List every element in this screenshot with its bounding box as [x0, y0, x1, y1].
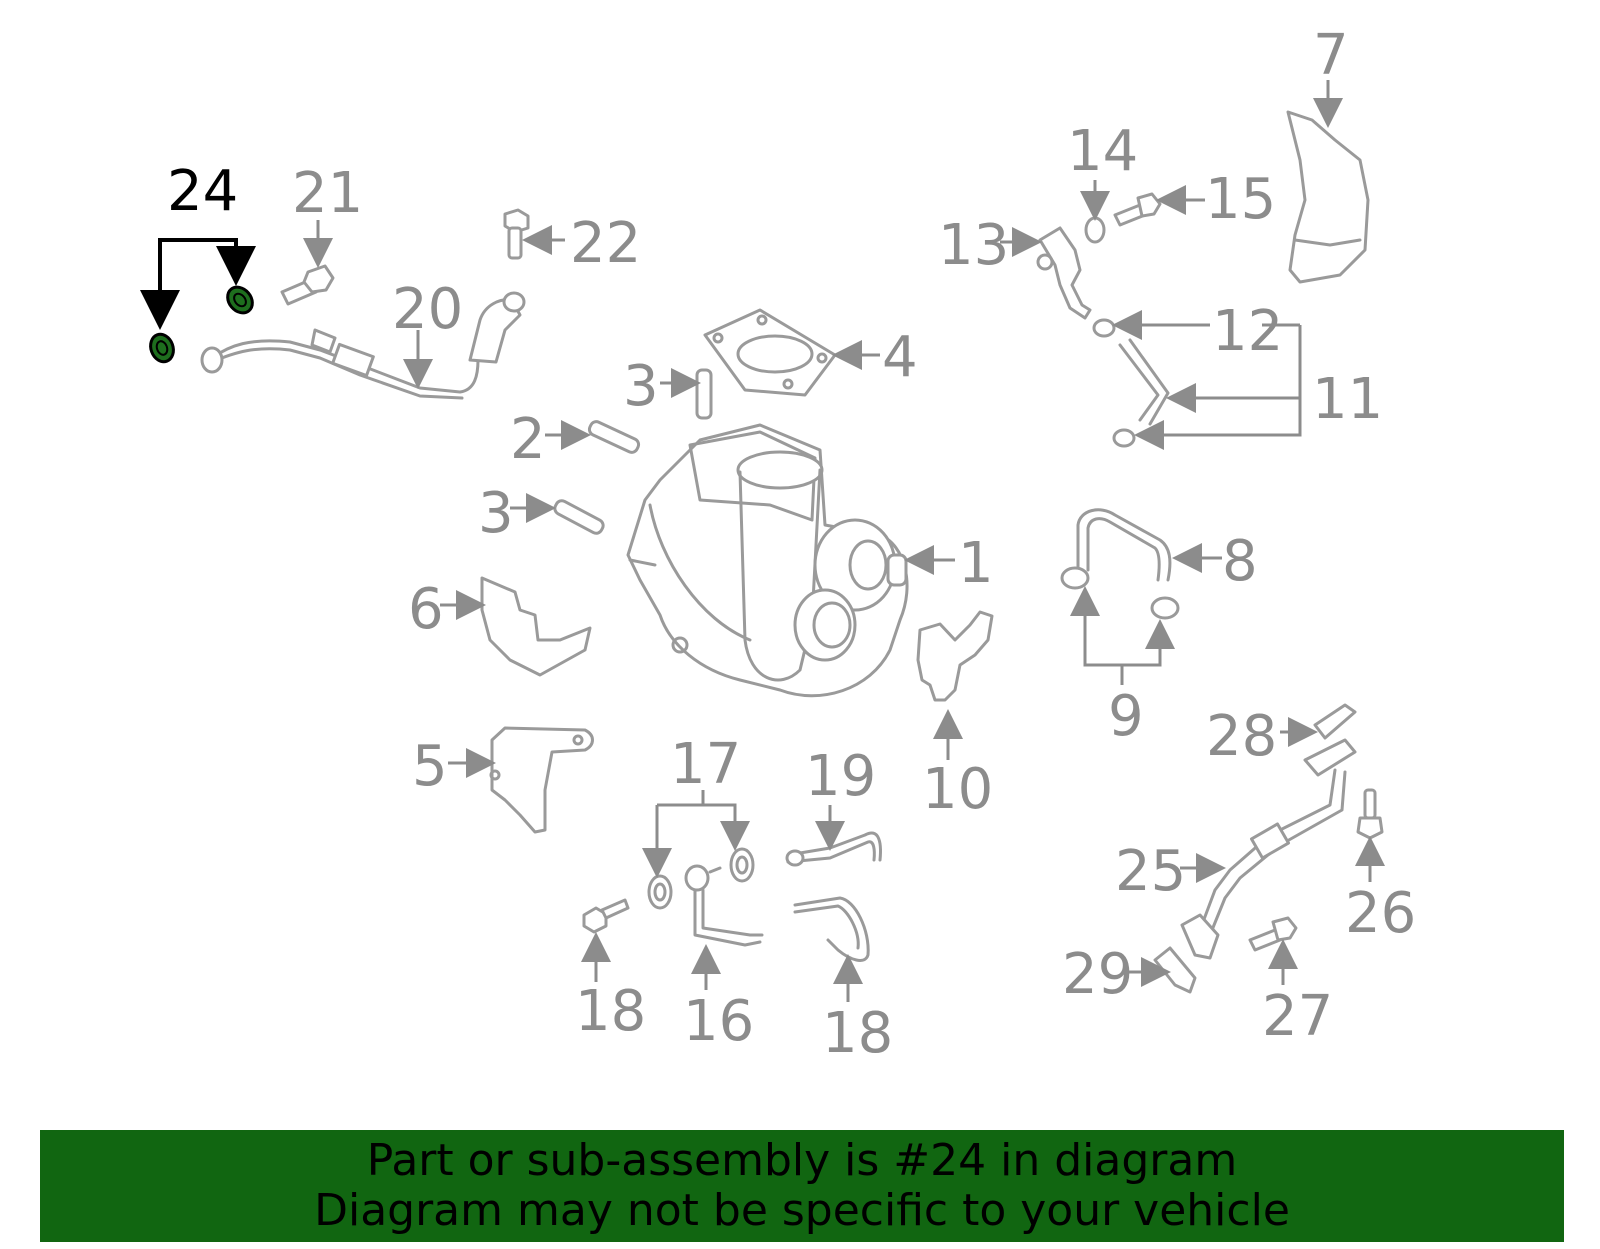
- part-11-hose[interactable]: [1092, 318, 1170, 448]
- callout-7[interactable]: 7: [1313, 23, 1349, 88]
- banner-line-1: Part or sub-assembly is #24 in diagram: [366, 1135, 1238, 1186]
- callout-2[interactable]: 2: [510, 407, 546, 472]
- part-10-bracket[interactable]: [916, 610, 994, 702]
- callout-22[interactable]: 21: [292, 161, 363, 226]
- part-9-clamps[interactable]: [1060, 566, 1180, 620]
- callout-10[interactable]: 10: [922, 757, 993, 822]
- part-4-gasket[interactable]: [703, 308, 837, 397]
- part-3-stud-lower[interactable]: [553, 499, 605, 536]
- callout-13[interactable]: 13: [938, 213, 1009, 278]
- callout-4[interactable]: 4: [882, 325, 918, 390]
- callout-8[interactable]: 8: [1222, 529, 1258, 594]
- callout-9[interactable]: 9: [1108, 684, 1144, 749]
- part-19-hose[interactable]: [793, 896, 870, 962]
- part-26-bolt[interactable]: [1356, 788, 1384, 840]
- part-27-bolt[interactable]: [1248, 916, 1298, 952]
- callout-28[interactable]: 28: [1206, 704, 1277, 769]
- callout-14[interactable]: 14: [1067, 119, 1138, 184]
- part-29-gasket[interactable]: [1153, 946, 1197, 994]
- callout-19[interactable]: 18: [822, 1001, 893, 1066]
- part-21-oil-pipe[interactable]: [200, 291, 526, 400]
- part-7-shield[interactable]: [1286, 110, 1370, 284]
- callout-3b[interactable]: 3: [478, 481, 514, 546]
- callout-29[interactable]: 29: [1062, 942, 1133, 1007]
- callout-18[interactable]: 18: [575, 979, 646, 1044]
- banner-line-2: Diagram may not be specific to your vehi…: [314, 1185, 1290, 1236]
- callout-20[interactable]: 19: [805, 744, 876, 809]
- part-16-pipe[interactable]: [684, 864, 764, 947]
- part-13-bracket[interactable]: [1036, 226, 1092, 320]
- part-5-bracket[interactable]: [489, 726, 594, 834]
- callout-11[interactable]: 11: [1312, 367, 1383, 432]
- callout-27[interactable]: 27: [1262, 984, 1333, 1049]
- callout-12[interactable]: 12: [1212, 299, 1283, 364]
- part-24-seals[interactable]: [147, 282, 258, 365]
- part-20-hose[interactable]: [785, 831, 882, 867]
- part-28-gasket[interactable]: [1313, 703, 1357, 740]
- callout-11-leader: [1134, 323, 1302, 450]
- part-25-drain-pipe[interactable]: [1180, 738, 1357, 960]
- callout-24[interactable]: 24: [167, 159, 238, 224]
- part-14-washer[interactable]: [1084, 216, 1106, 244]
- part-15-bolt[interactable]: [1113, 192, 1162, 227]
- callout-16[interactable]: 16: [683, 989, 754, 1054]
- callout-15[interactable]: 15: [1205, 167, 1276, 232]
- callout-17-leader: [642, 790, 750, 878]
- callout-3a[interactable]: 3: [623, 354, 659, 419]
- callout-25[interactable]: 25: [1115, 839, 1186, 904]
- part-1-turbocharger[interactable]: [626, 423, 909, 698]
- info-banner: Part or sub-assembly is #24 in diagram D…: [40, 1130, 1564, 1242]
- part-23-bolt[interactable]: [503, 208, 530, 260]
- callout-1[interactable]: 1: [958, 531, 994, 596]
- callout-26[interactable]: 26: [1345, 881, 1416, 946]
- callout-24-leader: [140, 238, 256, 330]
- part-8-hose[interactable]: [1076, 508, 1172, 582]
- part-3-stud-upper[interactable]: [695, 368, 713, 420]
- part-22-bolt[interactable]: [280, 264, 335, 306]
- callout-21[interactable]: 20: [392, 277, 463, 342]
- callout-23[interactable]: 22: [570, 211, 641, 276]
- part-6-heat-shield[interactable]: [480, 576, 592, 677]
- callout-5[interactable]: 5: [412, 734, 448, 799]
- part-2-stud[interactable]: [587, 420, 641, 455]
- callout-6[interactable]: 6: [408, 577, 444, 642]
- part-18-bolt[interactable]: [582, 898, 630, 934]
- callout-17[interactable]: 17: [670, 732, 741, 797]
- part-17-washers[interactable]: [647, 847, 755, 910]
- callout-9-leader: [1070, 586, 1175, 685]
